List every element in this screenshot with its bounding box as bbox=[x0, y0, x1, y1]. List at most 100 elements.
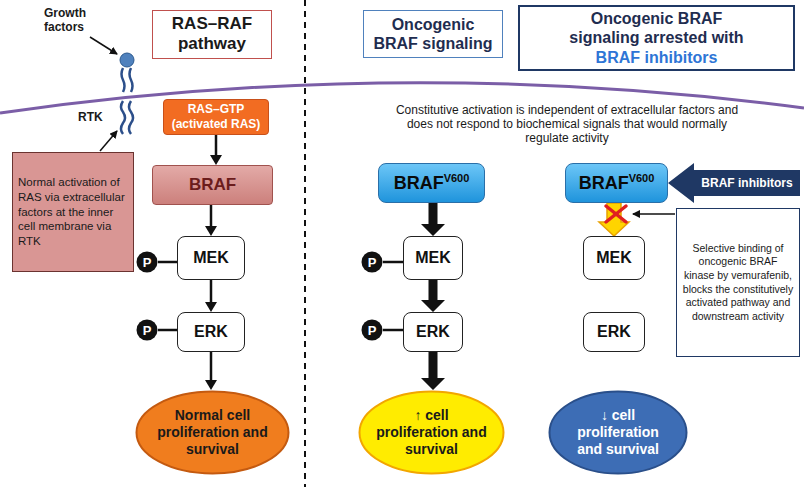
process-box: ERK bbox=[177, 312, 245, 352]
node-text: ↑ cell proliferation and survival bbox=[376, 407, 487, 457]
connector-line bbox=[215, 135, 218, 156]
node-text: Oncogenic BRAF signaling arrested with bbox=[561, 9, 753, 47]
receptor-strand bbox=[130, 68, 133, 92]
label-text: Growth factors bbox=[44, 6, 108, 35]
outcome-ellipse: ↓ cell proliferation and survival bbox=[548, 390, 688, 475]
label-line: BRAFV600 bbox=[394, 172, 470, 193]
process-box: MEK bbox=[403, 236, 463, 280]
node-text: ERK bbox=[194, 323, 228, 341]
phospho-circle: P bbox=[361, 251, 383, 273]
leader-line bbox=[90, 37, 117, 54]
node-text: BRAF inhibitors bbox=[701, 176, 792, 190]
note-box: Selective binding of oncogenic BRAF kina… bbox=[676, 208, 800, 357]
arrow-shape bbox=[668, 163, 800, 203]
node-subtext: V600 bbox=[629, 172, 655, 184]
connector bbox=[383, 330, 403, 331]
block-cross bbox=[606, 206, 626, 222]
connector-line bbox=[158, 329, 177, 332]
connector bbox=[599, 203, 629, 236]
node-text: MEK bbox=[596, 249, 632, 267]
block-arrow bbox=[421, 280, 445, 312]
process-box: BRAFV600 bbox=[565, 163, 668, 203]
header-box: Oncogenic BRAF signaling bbox=[363, 10, 503, 58]
note-box: Normal activation of RAS via extracellul… bbox=[12, 152, 134, 272]
node-text: BRAF bbox=[394, 173, 444, 193]
connector-line bbox=[383, 261, 403, 264]
node-text: P bbox=[368, 255, 377, 270]
ellipse-shape bbox=[360, 392, 504, 474]
connector-line bbox=[210, 205, 213, 227]
label-line: BRAFV600 bbox=[579, 172, 655, 193]
divider-line bbox=[304, 0, 306, 487]
node-text: ERK bbox=[597, 323, 631, 341]
connector-line bbox=[210, 280, 213, 303]
node-text: Normal activation of RAS via extracellul… bbox=[18, 175, 128, 250]
node-text: RAS–GTP (activated RAS) bbox=[168, 102, 264, 132]
phospho-circle: P bbox=[136, 251, 158, 273]
node-text: ↓ cell proliferation and survival bbox=[566, 407, 670, 457]
header-box: RAS–RAF pathway bbox=[152, 10, 272, 59]
arrow-head bbox=[205, 302, 217, 312]
block-arrow bbox=[421, 352, 445, 390]
receptor-strand bbox=[129, 101, 133, 134]
note-text: Constitutive activation is independent o… bbox=[390, 103, 744, 145]
phospho-circle-shape bbox=[137, 252, 158, 273]
process-box: RAS–GTP (activated RAS) bbox=[163, 99, 269, 135]
node-text: P bbox=[368, 323, 377, 338]
node-text: Normal cell proliferation and survival bbox=[155, 407, 270, 457]
ellipse-shape bbox=[550, 392, 687, 474]
growth-factor-ligand bbox=[120, 53, 134, 67]
process-box: ERK bbox=[583, 312, 645, 352]
process-box: MEK bbox=[177, 236, 245, 280]
phospho-circle: P bbox=[136, 319, 158, 341]
connector bbox=[205, 280, 217, 312]
node-text: ERK bbox=[416, 323, 450, 341]
phospho-circle: P bbox=[361, 319, 383, 341]
connector bbox=[158, 330, 177, 331]
connector-line bbox=[158, 261, 177, 264]
connector bbox=[421, 280, 445, 312]
node-text: RAS–RAF pathway bbox=[159, 14, 265, 55]
connector-line bbox=[383, 329, 403, 332]
arrow-head bbox=[205, 226, 217, 236]
node-text: Oncogenic BRAF signaling bbox=[370, 15, 496, 53]
connector bbox=[383, 262, 403, 263]
connector-line bbox=[210, 352, 213, 381]
connector bbox=[210, 135, 222, 165]
node-text: BRAF bbox=[579, 173, 629, 193]
outcome-ellipse: ↑ cell proliferation and survival bbox=[358, 390, 505, 475]
node-text: P bbox=[143, 255, 152, 270]
connector bbox=[205, 205, 217, 236]
node-subtext: V600 bbox=[444, 172, 470, 184]
phospho-circle-shape bbox=[362, 320, 383, 341]
ellipse-shape bbox=[137, 392, 289, 474]
node-text: BRAF bbox=[189, 175, 236, 195]
node-text: Selective binding of oncogenic BRAF kina… bbox=[682, 242, 794, 324]
block-cross bbox=[606, 206, 626, 222]
node-text: MEK bbox=[415, 249, 451, 267]
process-box: MEK bbox=[583, 236, 645, 280]
node-subtext: BRAF inhibitors bbox=[596, 48, 718, 67]
process-box: ERK bbox=[403, 312, 463, 352]
arrow-head bbox=[205, 380, 217, 390]
leader-line bbox=[100, 131, 117, 151]
block-arrow bbox=[421, 203, 445, 236]
phospho-circle-shape bbox=[362, 252, 383, 273]
connector bbox=[421, 203, 445, 236]
outcome-ellipse: Normal cell proliferation and survival bbox=[135, 390, 290, 475]
process-box: BRAFV600 bbox=[378, 163, 485, 203]
connector bbox=[205, 352, 217, 390]
node-text: MEK bbox=[193, 249, 229, 267]
phospho-circle-shape bbox=[137, 320, 158, 341]
connector bbox=[158, 262, 177, 263]
arrow-head bbox=[210, 155, 222, 165]
block-arrow bbox=[599, 203, 629, 236]
receptor-strand bbox=[121, 101, 125, 134]
connector bbox=[421, 352, 445, 390]
inhibitor-arrow: BRAF inhibitors bbox=[668, 163, 800, 203]
receptor-strand bbox=[122, 68, 125, 92]
label-text: RTK bbox=[78, 110, 112, 124]
header-box: Oncogenic BRAF signaling arrested withBR… bbox=[518, 5, 795, 71]
